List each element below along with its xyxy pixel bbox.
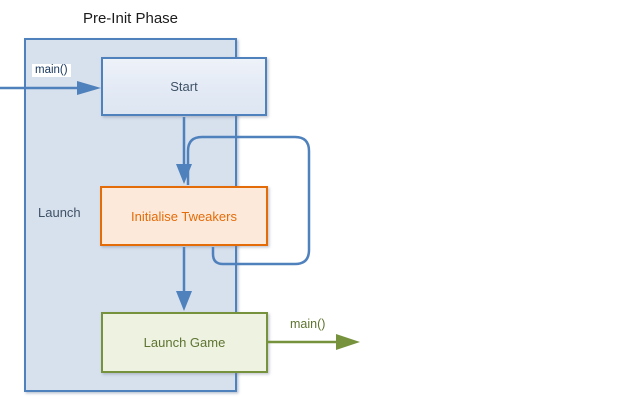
node-initialise-tweakers-label: Initialise Tweakers bbox=[131, 208, 237, 224]
node-launch-game: Launch Game bbox=[101, 312, 268, 373]
diagram-title: Pre-Init Phase bbox=[82, 10, 179, 27]
node-launch-game-label: Launch Game bbox=[143, 335, 226, 350]
exit-arrowhead-icon bbox=[336, 334, 360, 350]
entry-arrow-label: main() bbox=[32, 64, 71, 77]
node-initialise-tweakers: Initialise Tweakers bbox=[100, 186, 268, 246]
node-start: Start bbox=[101, 57, 267, 116]
exit-arrow-label: main() bbox=[290, 317, 326, 331]
container-label: Launch bbox=[38, 205, 81, 220]
node-start-label: Start bbox=[170, 79, 198, 94]
